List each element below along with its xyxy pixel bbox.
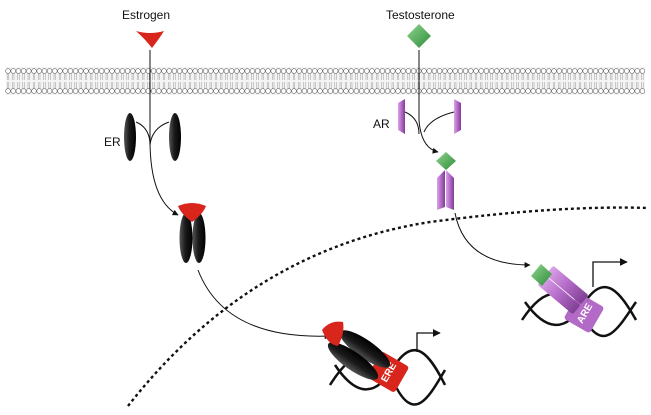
er-receptor-unbound [124,113,181,161]
er-to-nucleus-arrow [197,269,331,340]
nuclear-envelope [127,206,649,407]
testosterone-ligand [407,24,431,48]
er-label: ER [104,135,121,149]
ar-label: AR [373,117,390,131]
cell-membrane [5,67,646,95]
er-dimer-bound [178,203,206,263]
estrogen-label: Estrogen [122,8,170,22]
ar-dimer-bound [436,152,456,210]
ar-dna-complex: ARE [520,258,638,338]
ere-transcription-arrow [416,329,441,352]
testosterone-path-arrow [418,50,439,154]
estrogen-ligand [136,31,164,48]
ar-to-nucleus-arrow [454,212,531,268]
ar-receptor-unbound [398,99,461,135]
testosterone-label: Testosterone [386,8,455,22]
are-transcription-arrow [592,258,628,287]
er-dna-complex: ERE [322,321,447,406]
